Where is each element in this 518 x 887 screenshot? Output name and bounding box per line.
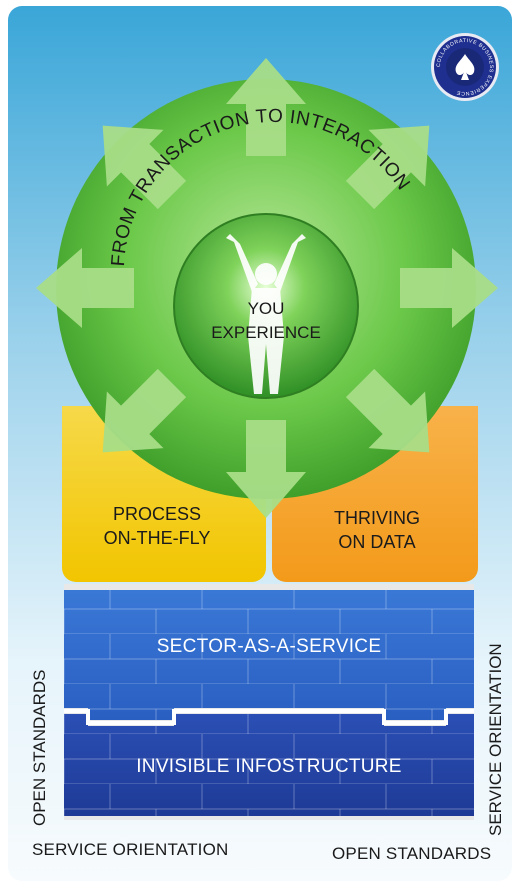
infostructure-band-label: INVISIBLE INFOSTRUCTURE — [136, 756, 402, 777]
arrow-down-left-icon — [102, 368, 187, 453]
sector-band-label: SECTOR-AS-A-SERVICE — [156, 636, 382, 657]
panel-left-text: PROCESS ON-THE-FLY — [72, 502, 242, 550]
cbe-badge: COLLABORATIVE BUSINESS EXPERIENCE — [431, 33, 499, 101]
band-separator — [64, 709, 474, 725]
arrow-up-icon — [226, 58, 306, 156]
spade-icon — [455, 54, 475, 80]
direction-arrows — [36, 58, 498, 518]
panel-left-line2: ON-THE-FLY — [103, 528, 211, 548]
arrow-right-icon — [400, 248, 498, 328]
bottom-right-label: OPEN STANDARDS — [332, 844, 492, 863]
hub-graphic: FROM TRANSACTION TO INTERACTION YOU EXPE… — [36, 58, 498, 518]
diagram-card: PROCESS ON-THE-FLY THRIVING ON DATA — [8, 6, 512, 881]
arrow-up-right-icon — [102, 125, 187, 210]
arrow-down-right-icon — [345, 125, 430, 210]
panel-right-line1: THRIVING — [333, 508, 420, 528]
infrastructure-bands — [64, 590, 474, 816]
center-line1: YOU — [248, 299, 285, 318]
arrow-down-icon — [226, 420, 306, 518]
center-line2: EXPERIENCE — [211, 323, 321, 342]
right-vertical-label: SERVICE ORIENTATION — [486, 643, 505, 836]
bottom-left-label: SERVICE ORIENTATION — [32, 840, 229, 859]
panel-right-line2: ON DATA — [338, 532, 416, 552]
arrow-left-icon — [36, 248, 134, 328]
sector-band-bricks — [64, 590, 474, 720]
infostructure-band-bricks — [64, 714, 474, 816]
panel-right-text: THRIVING ON DATA — [292, 506, 462, 554]
panel-left-line1: PROCESS — [112, 504, 202, 524]
left-vertical-label: OPEN STANDARDS — [30, 669, 49, 827]
person-silhouette-icon — [226, 234, 306, 394]
arrow-up-left-icon — [345, 368, 430, 453]
